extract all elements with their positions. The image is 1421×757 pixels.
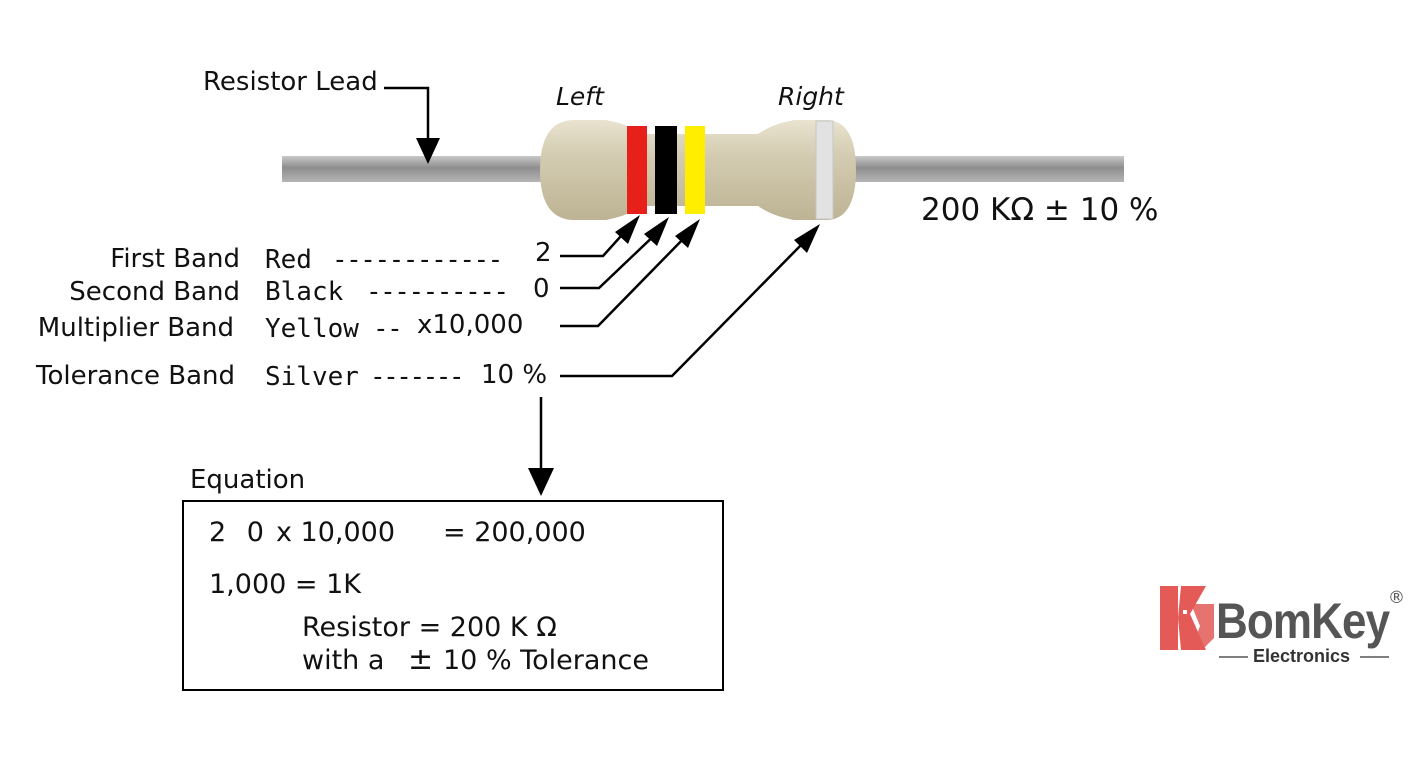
equation-line3: Resistor = 200 K Ω — [302, 612, 557, 643]
band-red — [627, 126, 647, 214]
right-label: Right — [778, 82, 844, 111]
equation-line4-tolerance: 10 % Tolerance — [443, 645, 649, 676]
band-silver — [815, 120, 834, 220]
lead-pointer-arrowhead — [416, 138, 440, 164]
equation-line1-digits: 2 0 — [209, 517, 270, 548]
band-name: First Band — [110, 244, 240, 274]
band-dashes: ------- — [370, 362, 465, 392]
connector-tolerance-band — [560, 239, 807, 378]
left-label: Left — [556, 82, 604, 111]
band-name: Second Band — [69, 277, 240, 307]
band-yellow — [685, 126, 705, 214]
band-dashes: ---------- — [366, 277, 509, 307]
band-color-name: Yellow — [265, 314, 359, 344]
band-color-name: Red — [265, 245, 312, 275]
equation-line4-plusminus: ± — [408, 642, 434, 677]
bomkey-registered-mark: ® — [1388, 588, 1405, 608]
equation-title: Equation — [190, 465, 306, 495]
bomkey-logo-wordmark: BomKey — [1216, 593, 1390, 649]
equation-arrowhead — [528, 468, 554, 496]
resistor-lead-label: Resistor Lead — [203, 67, 378, 97]
lead-pointer-line — [384, 86, 430, 146]
equation-line1-result: = 200,000 — [443, 517, 586, 548]
band-color-name: Silver — [265, 362, 359, 392]
band-value: 0 — [533, 274, 550, 304]
equation-line1-multiplier: x 10,000 — [276, 517, 396, 548]
band-name: Tolerance Band — [36, 361, 235, 391]
arrowhead-second-band — [644, 217, 669, 246]
band-value: 2 — [535, 238, 552, 268]
arrowhead-tolerance-band — [794, 224, 820, 253]
equation-line2: 1,000 = 1K — [209, 569, 361, 600]
bomkey-logo-subtitle: Electronics — [1253, 646, 1351, 666]
arrowhead-multiplier-band — [675, 219, 700, 248]
band-dashes: -- — [373, 314, 403, 344]
connector-second-band — [560, 229, 661, 290]
band-value: 10 % — [481, 360, 548, 390]
connector-multiplier-band — [560, 231, 691, 328]
band-value: x10,000 — [417, 310, 524, 340]
band-dashes: ------------ — [332, 245, 503, 275]
resistor-value-label: 200 KΩ ± 10 % — [921, 192, 1159, 228]
equation-line4-prefix: with a — [302, 645, 385, 676]
bomkey-logo-icon — [1160, 586, 1214, 650]
arrowhead-first-band — [615, 215, 640, 244]
band-black — [655, 126, 677, 214]
equation-box — [182, 500, 724, 691]
band-name: Multiplier Band — [37, 313, 234, 343]
band-color-name: Black — [265, 277, 344, 307]
